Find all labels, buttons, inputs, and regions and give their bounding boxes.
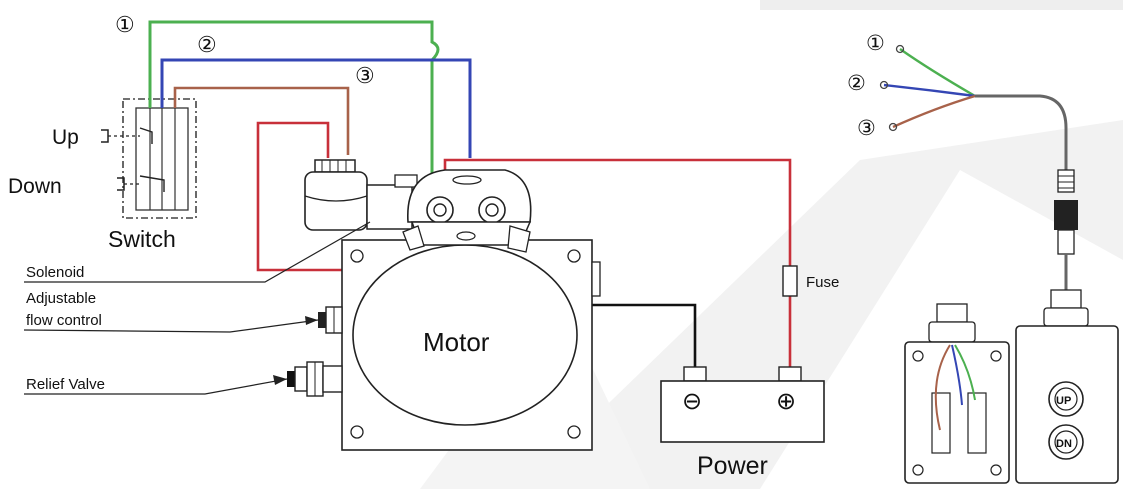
- solenoid-leader: [24, 221, 371, 283]
- adjustable-flow-control-valve: [318, 306, 343, 334]
- flow-control-label: flow control: [26, 312, 102, 329]
- fuse-label: Fuse: [806, 274, 839, 291]
- pendant-dn-button: DN: [1056, 438, 1072, 450]
- fuse: [782, 265, 798, 297]
- flow-control-arrow: [305, 316, 318, 325]
- starter-relay: [402, 169, 532, 253]
- pendant-up-button: UP: [1056, 395, 1071, 407]
- switch-label: Switch: [108, 226, 176, 252]
- motor-body: [341, 239, 601, 451]
- relief-valve-arrow: [273, 375, 287, 385]
- wire-3-brown: [173, 86, 350, 155]
- wire-tails: [879, 44, 1068, 170]
- wire-number-3: ③: [355, 63, 375, 88]
- power-label: Power: [697, 452, 768, 480]
- solenoid-coil: [304, 159, 418, 231]
- pendant-box-open: [904, 303, 1010, 484]
- wire-number-2: ②: [197, 32, 217, 57]
- up-label: Up: [52, 126, 79, 149]
- motor-label: Motor: [423, 327, 490, 357]
- tail-number-2: ②: [847, 72, 866, 95]
- flow-control-leader: [23, 319, 319, 333]
- wire-number-1: ①: [115, 12, 135, 37]
- down-label: Down: [8, 175, 62, 198]
- relief-valve-label: Relief Valve: [26, 376, 105, 393]
- cable-connector: [1043, 169, 1089, 327]
- wire-red-power: [443, 158, 792, 370]
- tail-number-1: ①: [866, 32, 885, 55]
- relief-valve: [287, 361, 343, 397]
- pendant-box-closed: [1015, 325, 1119, 484]
- battery: [660, 366, 825, 443]
- wire-2-blue: [160, 58, 472, 158]
- adjustable-label: Adjustable: [26, 290, 96, 307]
- battery-plus-icon: ⊕: [776, 388, 796, 415]
- tail-number-3: ③: [857, 117, 876, 140]
- relief-valve-leader: [24, 378, 288, 395]
- battery-minus-icon: ⊖: [682, 388, 702, 415]
- switch-box: [101, 98, 197, 219]
- solenoid-label: Solenoid: [26, 264, 84, 281]
